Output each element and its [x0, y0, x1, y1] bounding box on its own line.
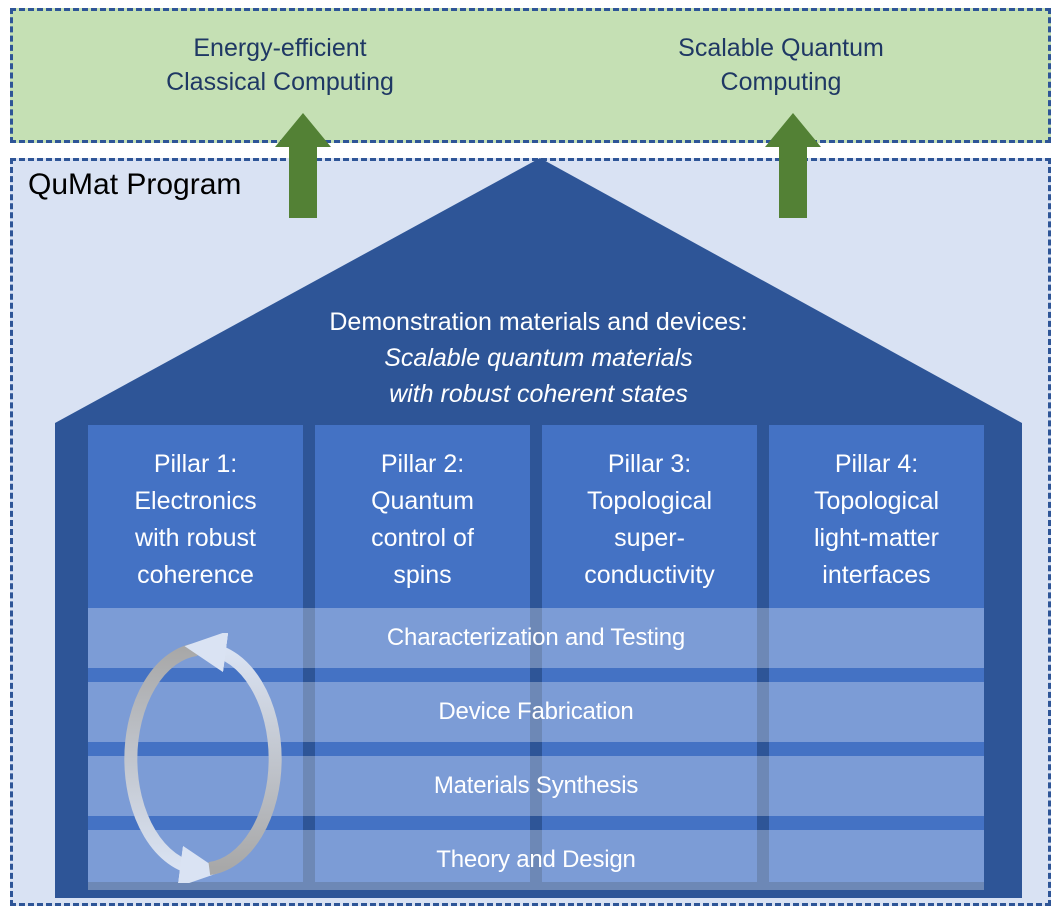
roof-text: Demonstration materials and devices: Sca… — [55, 304, 1022, 412]
pillar-title: Pillar 3: Topological super- conductivit… — [584, 450, 715, 589]
band-materials-synthesis: Materials Synthesis — [88, 756, 984, 816]
pillar-4-light-matter: Pillar 4: Topological light-matter inter… — [769, 425, 984, 882]
house-diagram: Demonstration materials and devices: Sca… — [55, 158, 1022, 898]
roof-heading: Demonstration materials and devices: — [329, 308, 748, 336]
pillar-3-topological-superconductivity: Pillar 3: Topological super- conductivit… — [542, 425, 757, 882]
roof-subheading-line1: Scalable quantum materials — [384, 344, 693, 372]
outcome-label-quantum: Scalable Quantum Computing — [678, 33, 884, 96]
outcome-label-classical: Energy-efficient Classical Computing — [166, 33, 394, 96]
outcomes-banner — [10, 8, 1051, 143]
cycle-arrows-icon — [124, 633, 282, 883]
up-arrow-icon — [765, 113, 821, 218]
up-arrow-icon — [275, 113, 331, 218]
pillar-title: Pillar 2: Quantum control of spins — [371, 450, 474, 589]
up-arrow-shape — [765, 113, 821, 218]
pillar-title: Pillar 1: Electronics with robust cohere… — [134, 450, 257, 589]
program-title: QuMat Program — [28, 168, 242, 201]
pillar-2-quantum-control: Pillar 2: Quantum control of spins — [315, 425, 530, 882]
band-device-fabrication: Device Fabrication — [88, 682, 984, 742]
roof-subheading-line2: with robust coherent states — [389, 380, 688, 408]
up-arrow-shape — [275, 113, 331, 218]
pillar-title: Pillar 4: Topological light-matter inter… — [813, 450, 940, 589]
